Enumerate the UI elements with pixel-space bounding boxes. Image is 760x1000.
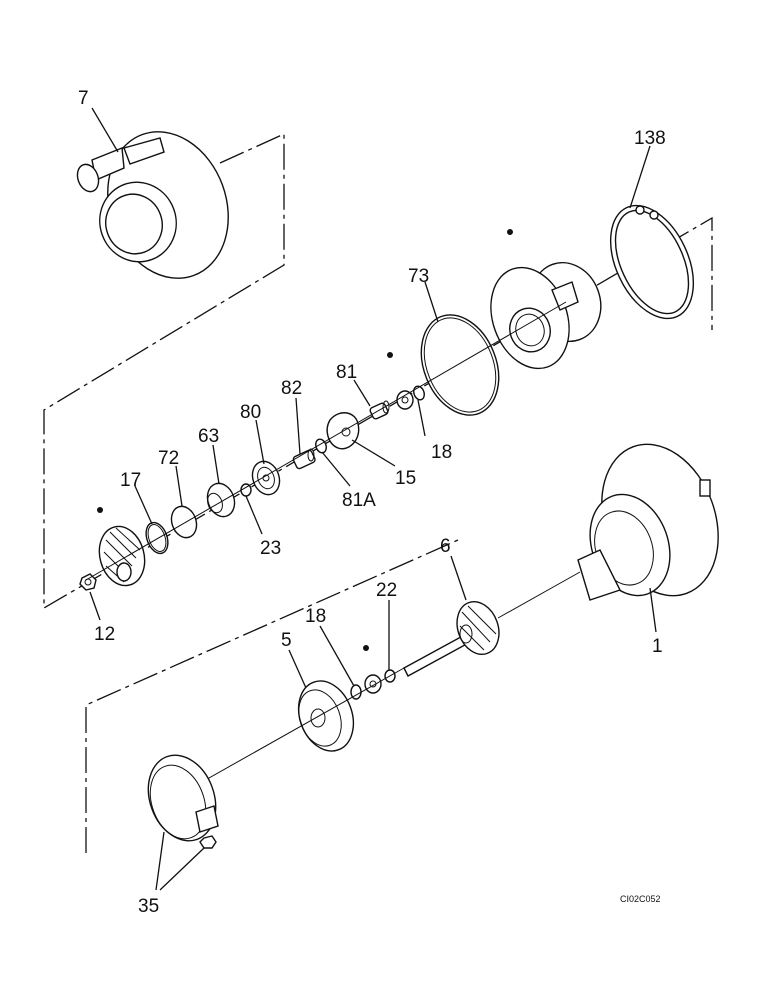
drawing-code: CI02C052 <box>620 894 661 904</box>
label-73: 73 <box>408 266 429 287</box>
label-22: 22 <box>376 580 397 601</box>
label-72: 72 <box>158 448 179 469</box>
label-82: 82 <box>281 378 302 399</box>
label-80: 80 <box>240 402 261 423</box>
part-labels: 7 138 73 81 82 80 63 72 17 18 15 81A 23 … <box>78 88 666 917</box>
compressor-wheel-part <box>97 507 146 587</box>
label-63: 63 <box>198 426 219 447</box>
leader-lines <box>89 107 657 891</box>
note-dot <box>507 229 513 235</box>
label-6: 6 <box>440 536 451 557</box>
o-ring-part <box>420 314 500 416</box>
label-5: 5 <box>281 630 292 651</box>
label-12: 12 <box>94 624 115 645</box>
label-15: 15 <box>395 468 416 489</box>
label-23: 23 <box>260 538 281 559</box>
label-138: 138 <box>634 128 666 149</box>
label-17: 17 <box>120 470 141 491</box>
heat-shield-part <box>297 680 355 752</box>
lower-group-outline <box>85 539 459 853</box>
upper-group-outline <box>43 132 713 610</box>
label-35: 35 <box>138 896 159 917</box>
label-18-lower: 18 <box>305 606 326 627</box>
label-1: 1 <box>652 636 663 657</box>
turbine-shaft-part <box>403 571 581 677</box>
lower-small-parts <box>350 645 396 700</box>
compressor-housing-part <box>76 131 229 279</box>
label-81: 81 <box>336 362 357 383</box>
label-81a: 81A <box>342 490 376 511</box>
v-band-clamp-part <box>147 754 219 849</box>
label-18-upper: 18 <box>431 442 452 463</box>
label-7: 7 <box>78 88 89 109</box>
back-plate-part <box>490 229 602 370</box>
turbine-housing-part <box>577 443 719 601</box>
snap-ring-part <box>609 204 695 320</box>
nut-part <box>79 573 97 591</box>
